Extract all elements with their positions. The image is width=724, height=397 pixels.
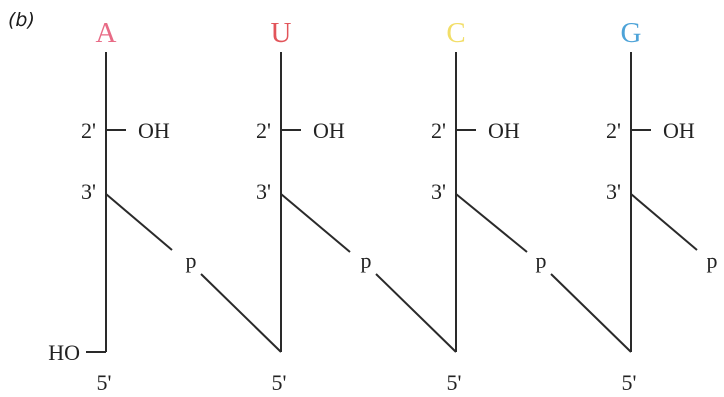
- phosphodiester-bond-line: [630, 193, 698, 251]
- five-prime-hydroxyl-label: HO: [48, 340, 80, 365]
- position-3-label: 3': [81, 179, 96, 204]
- phosphate-label: p: [536, 248, 547, 273]
- phosphate-label: p: [707, 248, 718, 273]
- nucleotide-4: G 2' OH 3' p 5': [606, 17, 717, 395]
- nucleotide-2: U 2' OH 3' p 5': [256, 17, 457, 395]
- hydroxyl-label: OH: [138, 118, 170, 143]
- hydroxyl-label: OH: [313, 118, 345, 143]
- phosphodiester-bond-line: [280, 193, 351, 253]
- position-2-label: 2': [606, 118, 621, 143]
- phosphodiester-bond-line: [375, 273, 457, 353]
- position-5-label: 5': [447, 370, 462, 395]
- phosphodiester-bond-line: [455, 193, 528, 253]
- position-3-label: 3': [606, 179, 621, 204]
- position-2-label: 2': [256, 118, 271, 143]
- position-5-label: 5': [272, 370, 287, 395]
- base-label: G: [621, 17, 642, 49]
- position-2-label: 2': [81, 118, 96, 143]
- position-2-label: 2': [431, 118, 446, 143]
- nucleotide-1: A 2' OH 3' p HO 5': [48, 17, 282, 395]
- position-3-label: 3': [256, 179, 271, 204]
- position-5-label: 5': [622, 370, 637, 395]
- phosphodiester-bond-line: [550, 273, 632, 353]
- base-label: C: [446, 17, 465, 49]
- phosphate-label: p: [361, 248, 372, 273]
- base-label: U: [271, 17, 292, 49]
- hydroxyl-label: OH: [488, 118, 520, 143]
- panel-label: (b): [8, 9, 35, 31]
- hydroxyl-label: OH: [663, 118, 695, 143]
- nucleotide-3: C 2' OH 3' p 5': [431, 17, 632, 395]
- position-5-label: 5': [97, 370, 112, 395]
- phosphate-label: p: [186, 248, 197, 273]
- phosphodiester-bond-line: [200, 273, 282, 353]
- position-3-label: 3': [431, 179, 446, 204]
- base-label: A: [96, 17, 117, 49]
- phosphodiester-bond-line: [105, 193, 173, 251]
